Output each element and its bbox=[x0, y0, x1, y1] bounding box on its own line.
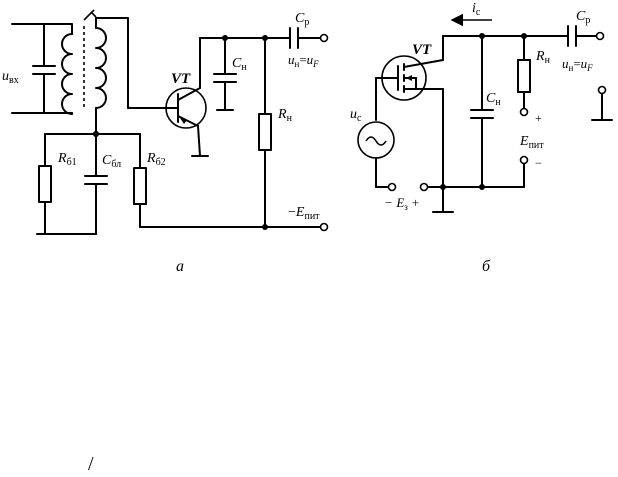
load-capacitor-label-b: Cн bbox=[486, 91, 501, 108]
coupling-capacitor-a bbox=[289, 27, 329, 49]
transistor-label-b: VT bbox=[412, 42, 432, 58]
secondary-coil bbox=[95, 17, 169, 135]
gate-bias-label: −Eз+ bbox=[385, 195, 419, 212]
output-ground-terminal bbox=[591, 85, 613, 121]
bias-resistor-2-label: Rб2 bbox=[146, 151, 166, 168]
field-effect-transistor bbox=[375, 55, 444, 213]
load-resistor-a bbox=[258, 37, 272, 228]
diagram-b: iс VT uс bbox=[350, 1, 613, 275]
footer-mark: / bbox=[88, 453, 94, 475]
bipolar-transistor bbox=[165, 37, 209, 157]
caption-b: б bbox=[482, 258, 491, 275]
drain-current-label: iс bbox=[472, 1, 481, 18]
caption-a: а bbox=[176, 258, 184, 275]
load-capacitor-label-a: Cн bbox=[232, 56, 247, 73]
bias-network bbox=[36, 133, 329, 235]
input-capacitor bbox=[11, 23, 73, 114]
load-resistor-b bbox=[517, 35, 531, 117]
variable-core-icon bbox=[83, 9, 97, 108]
load-capacitor-b bbox=[442, 35, 525, 188]
output-voltage-label-b: uн=uF bbox=[562, 56, 593, 73]
load-resistor-label-a: Rн bbox=[277, 107, 293, 124]
signal-source bbox=[357, 77, 397, 192]
supply-label-a: −Eпит bbox=[288, 205, 320, 222]
input-voltage-label: uвх bbox=[2, 69, 19, 86]
output-voltage-label-a: uн=uF bbox=[288, 52, 319, 69]
supply-label-b: Eпит bbox=[519, 134, 544, 151]
load-capacitor-a bbox=[213, 37, 237, 111]
coupling-capacitor-label-b: Cр bbox=[576, 9, 590, 26]
primary-coil bbox=[61, 23, 73, 115]
load-resistor-label-b: Rн bbox=[535, 49, 551, 66]
bypass-capacitor-label: Cбл bbox=[102, 153, 121, 170]
supply-plus-label-b: + bbox=[535, 111, 542, 125]
signal-source-label: uс bbox=[350, 107, 362, 124]
transistor-label-a: VT bbox=[171, 71, 191, 87]
coupling-capacitor-b bbox=[567, 25, 605, 47]
coupling-capacitor-label-a: Cр bbox=[295, 11, 309, 28]
bias-resistor-1-label: Rб1 bbox=[57, 151, 77, 168]
supply-minus-label-b: − bbox=[535, 156, 542, 170]
diagram-a: uвх bbox=[2, 9, 329, 275]
